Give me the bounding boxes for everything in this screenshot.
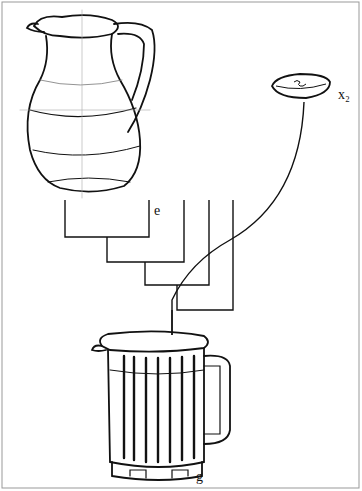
figure-label: e	[154, 204, 160, 218]
striped-pitcher	[92, 331, 230, 480]
round-pitcher	[20, 10, 155, 198]
figure-label: g	[196, 470, 203, 484]
frame	[2, 2, 359, 488]
figure-label: x₂	[338, 88, 350, 102]
pitcher-lid	[272, 74, 330, 98]
tree-lines	[65, 102, 304, 335]
